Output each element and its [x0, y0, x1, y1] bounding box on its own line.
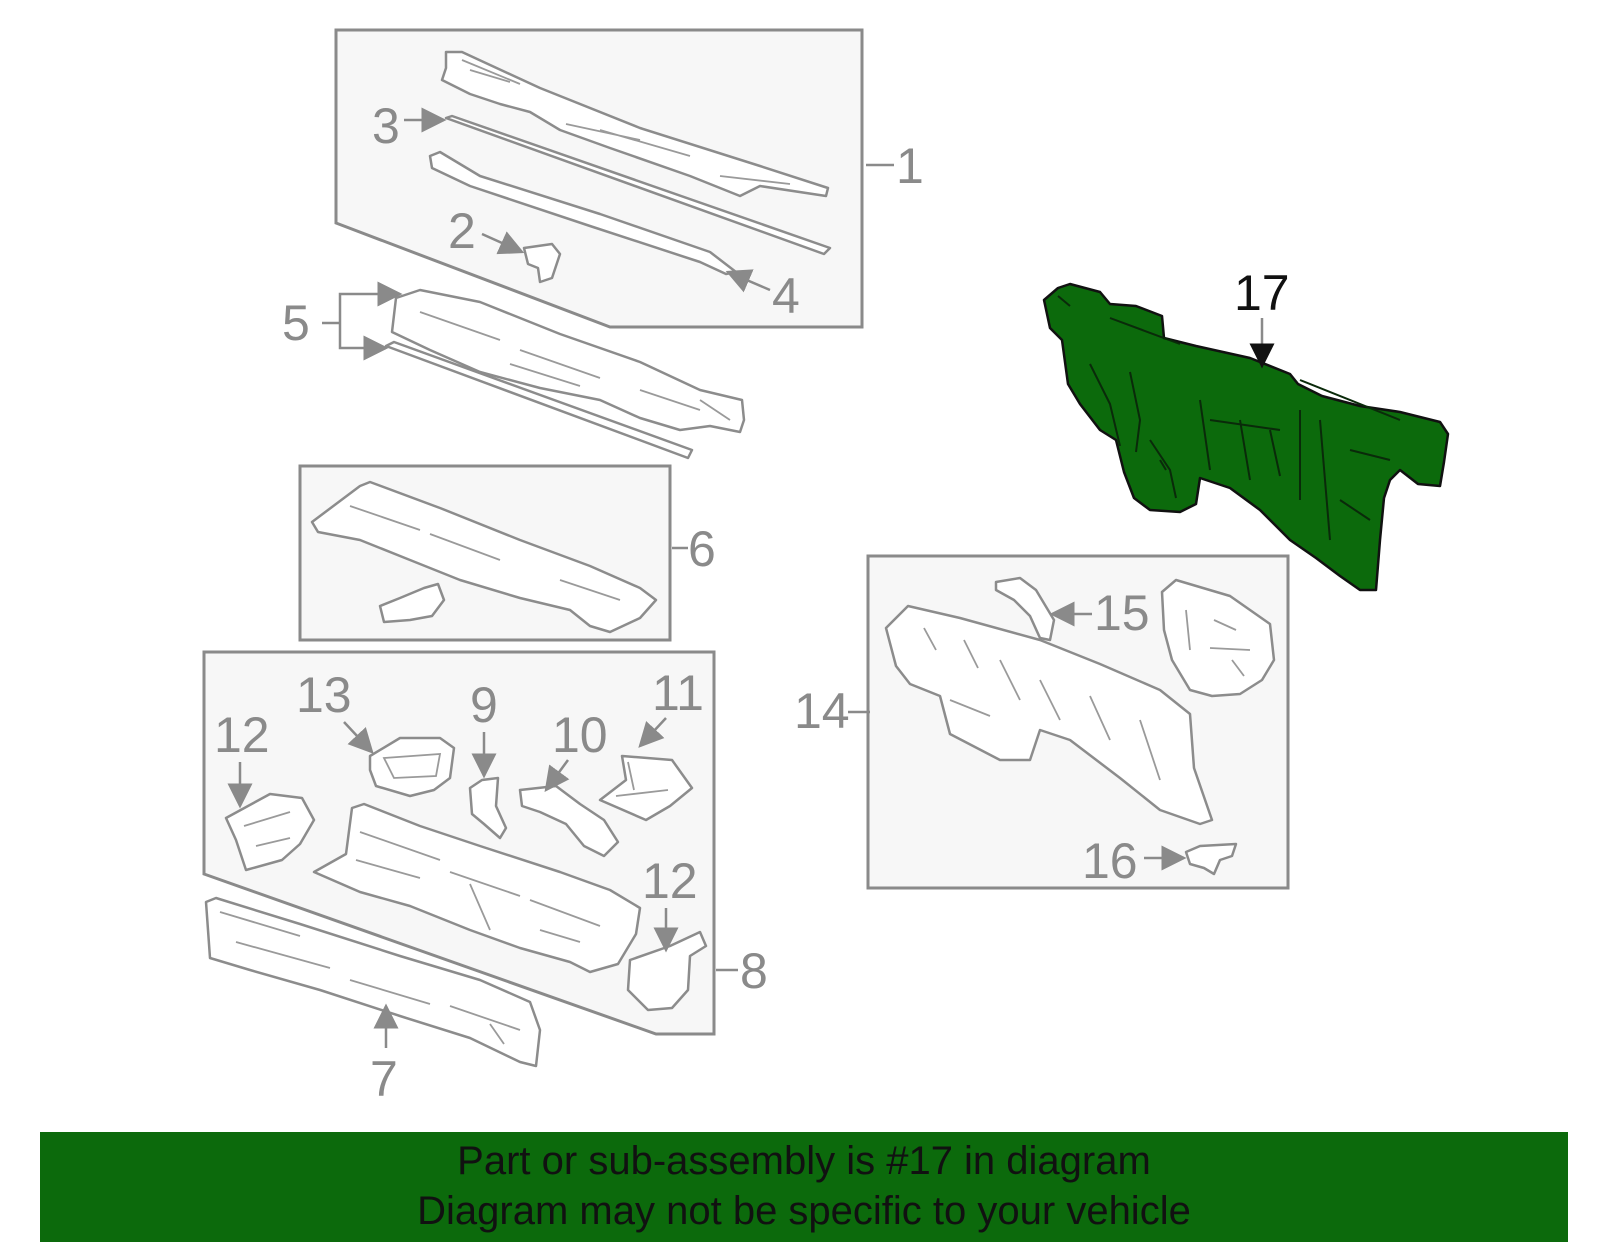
- callout-10: 10: [552, 707, 608, 763]
- part-2-clip[interactable]: [522, 242, 562, 284]
- part-11-bracket[interactable]: [598, 754, 694, 822]
- banner-line-2: Diagram may not be specific to your vehi…: [417, 1189, 1191, 1233]
- part-16-clip[interactable]: [1184, 842, 1238, 876]
- part-info-banner: Part or sub-assembly is #17 in diagram D…: [40, 1132, 1568, 1242]
- part-17-dash-insulator-highlighted[interactable]: [1042, 282, 1450, 592]
- part-8-dash-panel[interactable]: [312, 802, 642, 974]
- part-12-left-bracket[interactable]: [224, 792, 316, 872]
- part-6-cowl-panel[interactable]: [310, 480, 658, 634]
- callout-15: 15: [1094, 585, 1150, 641]
- part-14-side-panel-detail: [1185, 609, 1251, 677]
- part-14-dash-panel[interactable]: [884, 604, 1214, 826]
- part-5-lower-cowl[interactable]: [390, 288, 746, 434]
- part-5-lower-cowl-detail: [419, 311, 731, 421]
- exploded-parts-diagram: 1 3 2 4 5 6 13 12 9 10 11 12 8 7 14 15: [202, 28, 1450, 1107]
- banner-line-1: Part or sub-assembly is #17 in diagram: [457, 1139, 1151, 1183]
- part-17-dash-insulator-detail: [1057, 295, 1401, 541]
- part-14-dash-panel-detail: [923, 627, 1161, 781]
- callout-12-left: 12: [214, 707, 270, 763]
- part-10-bracket[interactable]: [518, 784, 620, 858]
- part-13-grommet[interactable]: [368, 736, 456, 798]
- leader-2: [481, 231, 525, 255]
- callout-14: 14: [794, 683, 850, 739]
- part-6-bracket[interactable]: [378, 582, 446, 624]
- part-7-crossmember-detail: [219, 911, 521, 1045]
- part-3-seal-strip[interactable]: [444, 114, 832, 256]
- leader-13: [343, 721, 374, 754]
- part-13-grommet-detail: [382, 753, 442, 779]
- callout-8: 8: [740, 943, 768, 999]
- leader-10: [544, 759, 570, 793]
- part-9-bracket[interactable]: [468, 776, 508, 840]
- part-14-side-panel[interactable]: [1160, 578, 1276, 698]
- part-12-left-bracket-detail: [243, 811, 291, 847]
- leader-11: [638, 717, 667, 748]
- part-5-seal[interactable]: [384, 340, 694, 460]
- callout-3: 3: [372, 98, 400, 154]
- callout-4: 4: [772, 268, 800, 324]
- part-12-right-bracket[interactable]: [626, 930, 708, 1012]
- part-cowl-grille[interactable]: [440, 50, 830, 198]
- part-15-bracket[interactable]: [994, 576, 1056, 642]
- callout-16: 16: [1082, 833, 1138, 889]
- callout-2: 2: [448, 203, 476, 259]
- callout-6: 6: [688, 521, 716, 577]
- callout-5: 5: [282, 295, 310, 351]
- part-7-crossmember[interactable]: [204, 896, 542, 1068]
- group-box-1: [334, 28, 864, 329]
- leader-5: [322, 292, 398, 350]
- part-6-cowl-panel-detail: [349, 505, 621, 601]
- callout-1: 1: [896, 138, 924, 194]
- callout-17: 17: [1234, 265, 1290, 321]
- leader-4: [725, 269, 771, 293]
- part-cowl-grille-detail: [461, 59, 791, 185]
- callout-13: 13: [296, 667, 352, 723]
- part-8-dash-panel-detail: [355, 831, 601, 943]
- callout-11: 11: [652, 665, 704, 721]
- callout-12-right: 12: [642, 853, 698, 909]
- callout-9: 9: [470, 677, 498, 733]
- part-11-bracket-detail: [615, 761, 669, 797]
- callout-7: 7: [370, 1051, 398, 1107]
